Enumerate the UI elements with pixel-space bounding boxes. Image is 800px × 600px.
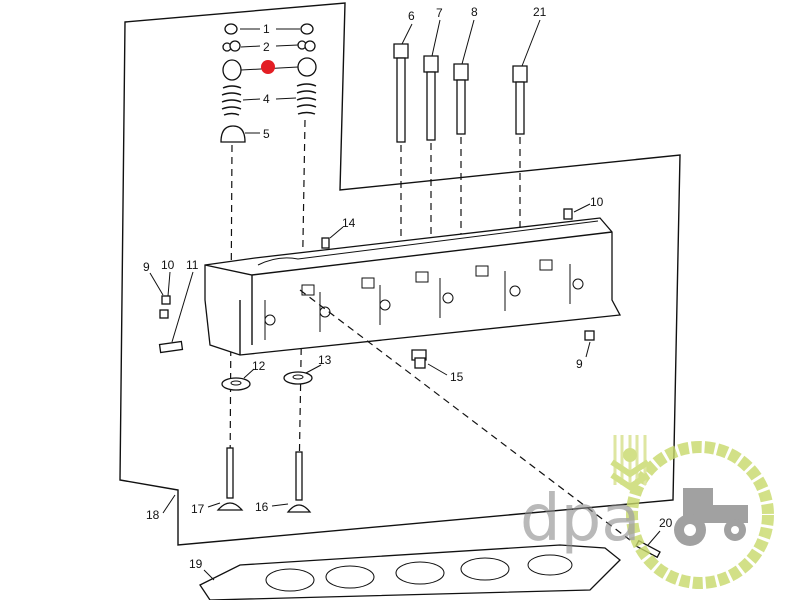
valves	[162, 447, 312, 514]
label-18: 18	[146, 508, 160, 522]
label-15: 15	[450, 370, 464, 384]
label-6: 6	[408, 9, 415, 23]
label-17: 17	[191, 502, 205, 516]
head-gasket	[199, 544, 621, 600]
label-10-right: 10	[590, 195, 604, 209]
label-14: 14	[342, 216, 356, 230]
head-bolts	[393, 19, 541, 245]
label-13: 13	[318, 353, 332, 367]
leader-lines-top	[240, 28, 300, 134]
label-12: 12	[252, 359, 266, 373]
label-2: 2	[263, 40, 270, 54]
label-20: 20	[659, 516, 673, 530]
label-10-left: 10	[161, 258, 175, 272]
label-1: 1	[263, 22, 270, 36]
watermark-text: dpa	[520, 482, 640, 556]
label-8: 8	[471, 5, 478, 19]
highlight-marker	[261, 60, 275, 74]
label-9-right: 9	[576, 357, 583, 371]
panel-outline	[119, 2, 681, 546]
label-4: 4	[263, 92, 270, 106]
label-11: 11	[186, 258, 199, 272]
valve-train-right	[296, 23, 317, 481]
cylinder-head	[204, 217, 622, 356]
label-5: 5	[263, 127, 270, 141]
label-9-left: 9	[143, 260, 150, 274]
valve-train-left	[220, 23, 246, 481]
part-labels: 1 2 4 5 6 7 8 21 10 14 9 10 11 12 13 15 …	[143, 5, 673, 571]
small-parts	[149, 203, 631, 541]
label-16: 16	[255, 500, 269, 514]
label-21: 21	[533, 5, 547, 19]
label-19: 19	[189, 557, 203, 571]
label-7: 7	[436, 6, 443, 20]
dpa-watermark-logo: dpa	[520, 435, 774, 589]
